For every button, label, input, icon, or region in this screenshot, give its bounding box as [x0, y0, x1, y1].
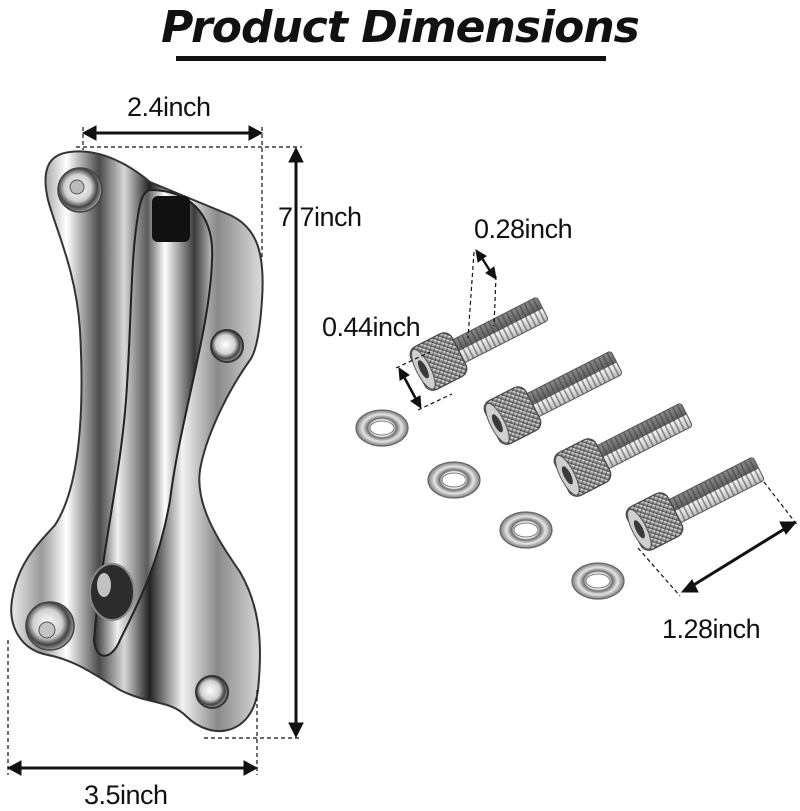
dimension-head-diameter: [395, 351, 453, 411]
bolts: [405, 286, 771, 555]
bracket-rail: [92, 188, 214, 657]
title-area: Product Dimensions: [0, 0, 800, 70]
title-underline: [176, 56, 606, 61]
dimension-label-head-diameter: 0.44inch: [322, 312, 421, 342]
washer: [571, 562, 625, 600]
dimension-bottom-width: [6, 640, 259, 776]
mounting-hole-right: [210, 329, 244, 363]
bolt: [405, 286, 555, 395]
dimension-label-thread-diameter: 0.28inch: [474, 214, 573, 244]
mounting-hole-bottom: [195, 675, 229, 709]
rail-slot: [152, 196, 190, 242]
bracket-boss: [89, 563, 135, 621]
dimension-label-bottom-width: 3.5inch: [84, 780, 168, 810]
dimension-label-top-width: 2.4inch: [127, 92, 211, 122]
dimension-label-height: 7.7inch: [278, 202, 362, 232]
bolt: [549, 392, 699, 501]
dimension-label-bolt-length: 1.28inch: [662, 614, 761, 644]
dimension-bolt-length: [637, 481, 799, 597]
dimension-height: [76, 146, 304, 739]
bolt: [479, 340, 629, 449]
washers: [355, 409, 625, 600]
page-title: Product Dimensions: [161, 2, 640, 53]
dimension-lines: [6, 125, 799, 776]
dimension-thread-diameter: [467, 249, 497, 339]
bolt: [621, 446, 771, 555]
dimension-top-width: [81, 125, 264, 260]
washer: [499, 511, 553, 549]
bracket-illustration: [10, 150, 264, 732]
washer: [427, 461, 481, 499]
washer: [355, 409, 409, 447]
